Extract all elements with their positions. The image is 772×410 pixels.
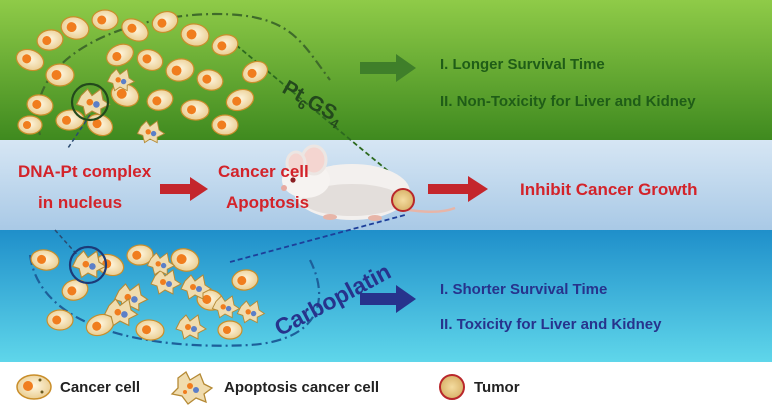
step-1-line1: DNA-Pt complex: [18, 162, 152, 181]
apoptosis-cell-icon: [180, 274, 212, 300]
cancer-cell-icon: [91, 9, 119, 31]
cancer-cell-icon: [26, 94, 54, 116]
bottom-zoom-circle: [68, 245, 108, 285]
bottom-arrow: [360, 285, 416, 313]
cancer-cell-icon: [136, 49, 164, 71]
top-outcome-1: I. Longer Survival Time: [440, 56, 605, 73]
cancer-cell-icon: [217, 320, 243, 340]
cancer-cell-icon: [45, 63, 75, 87]
cancer-cell-icon: [61, 279, 89, 301]
cancer-cell-icon: [146, 89, 174, 111]
apoptosis-cell-icon: [175, 314, 207, 340]
legend-apoptosis-cell-icon: [170, 371, 214, 405]
bottom-link-line: [229, 214, 406, 263]
cancer-cell-icon: [135, 319, 165, 341]
step-1-line2: in nucleus: [38, 193, 123, 212]
cancer-cell-icon: [110, 83, 140, 107]
cancer-cell-icon: [225, 88, 255, 112]
cancer-cell-icon: [126, 244, 154, 266]
mouse-icon: [281, 144, 456, 221]
tumor-on-mouse: [391, 188, 415, 212]
bottom-dashed-outline: [28, 254, 321, 347]
cancer-cell-icon: [36, 29, 64, 51]
bottom-outcome-2: II. Toxicity for Liver and Kidney: [440, 316, 662, 333]
bottom-cell-cluster: [30, 244, 266, 341]
apoptosis-cell-icon: [146, 252, 176, 276]
legend-tumor-label: Tumor: [474, 379, 520, 396]
cancer-cell-icon: [211, 34, 239, 56]
cancer-cell-icon: [165, 58, 195, 82]
cancer-cell-icon: [121, 18, 149, 42]
cancer-cell-icon: [60, 16, 90, 40]
apoptosis-cell-icon: [236, 300, 266, 324]
legend-cancer-cell-label: Cancer cell: [60, 379, 141, 396]
apoptosis-cell-icon: [150, 269, 182, 295]
legend-apoptosis-label: Apoptosis cancer cell: [224, 379, 380, 396]
cancer-cell-icon: [17, 115, 43, 135]
legend-tumor-icon: [439, 374, 465, 400]
step-2-line2: Apoptosis: [226, 193, 310, 212]
apoptosis-cell-icon: [71, 250, 107, 279]
zoom-link-line-2: [54, 229, 81, 259]
top-outcome-2: II. Non-Toxicity for Liver and Kidney: [440, 93, 696, 110]
cancer-cell-icon: [241, 60, 269, 84]
cancer-cell-icon: [106, 43, 134, 67]
cancer-cell-icon: [170, 248, 200, 272]
mid-arrow-1: [160, 177, 208, 201]
top-link-line: [229, 39, 406, 186]
top-dashed-outline: [36, 12, 331, 136]
cancer-cell-icon: [30, 249, 60, 271]
cancer-cell-icon: [151, 11, 179, 33]
apoptosis-cell-icon: [136, 120, 166, 144]
legend-cancer-cell-icon: [16, 374, 52, 400]
mid-arrow-2: [428, 176, 488, 202]
cancer-cell-icon: [46, 309, 74, 331]
cancer-cell-icon: [196, 69, 224, 91]
cancer-cell-icon: [180, 99, 210, 121]
apoptosis-cell-icon: [75, 88, 111, 117]
cancer-cell-icon: [211, 114, 239, 136]
cancer-cell-icon: [231, 269, 259, 291]
legend-panel: [0, 362, 772, 410]
cancer-cell-icon: [15, 48, 45, 72]
step-2-line1: Cancer cell: [218, 162, 309, 181]
top-zoom-circle: [70, 82, 110, 122]
apoptosis-cell-icon: [106, 68, 136, 92]
top-arrow: [360, 54, 416, 82]
cancer-cell-icon: [180, 23, 210, 47]
result-text: Inhibit Cancer Growth: [520, 180, 698, 199]
bottom-outcome-1: I. Shorter Survival Time: [440, 281, 608, 298]
apoptosis-cell-icon: [103, 298, 139, 327]
apoptosis-cell-icon: [211, 295, 241, 319]
